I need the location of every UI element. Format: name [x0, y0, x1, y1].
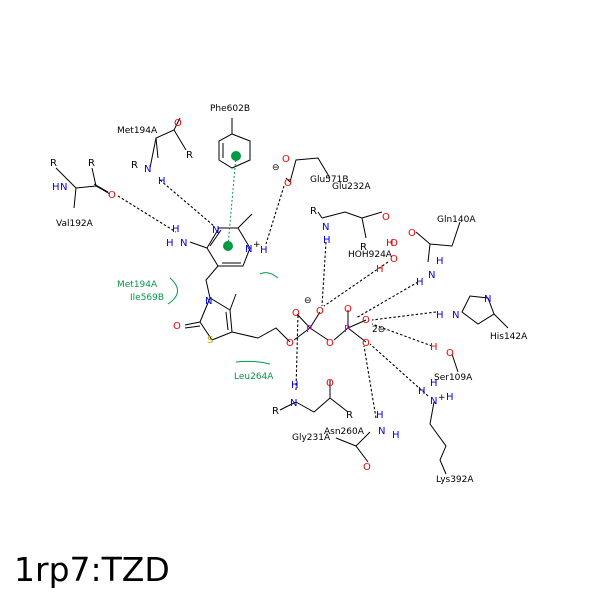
atom-r-met194a: R — [186, 150, 193, 161]
atom-o-thiazolone: O — [173, 321, 181, 332]
atom-o-pb-2: O — [362, 315, 370, 326]
atom-n-glu232a: N — [322, 222, 329, 233]
atom-o-glu571b-1: O — [284, 178, 292, 189]
charge-2minus-pb: 2⊖ — [372, 325, 385, 335]
atom-s-thiazole: S — [207, 335, 213, 346]
charge-minus-glu571b: ⊖ — [272, 163, 280, 173]
atom-h-lys392a-1: H — [430, 378, 438, 389]
atom-h-asn260a-1: H — [376, 410, 384, 421]
label-his142a: His142A — [490, 332, 528, 342]
atom-o-glu232a: O — [382, 212, 390, 223]
atom-h-gln140a-1: H — [416, 277, 424, 288]
atom-n-lys392a: N — [430, 396, 437, 407]
atom-o-pb-1: O — [344, 304, 352, 315]
residue-atoms: O R N H R R N H R O O O ⊖ R N H O R H O … — [50, 118, 491, 473]
atom-r-glu232a: R — [310, 206, 317, 217]
label-met194a: Met194A — [117, 126, 158, 136]
label-glu232a: Glu232A — [332, 182, 371, 192]
atom-o-pb-3: O — [362, 338, 370, 349]
label-asn260a: Asn260A — [324, 427, 365, 437]
label-met194a-contact: Met194A — [117, 280, 158, 290]
atom-o-gln140a: O — [408, 228, 416, 239]
ligand-atoms: N N + H N H H N S O O P O P O O ⊖ O O O … — [166, 224, 385, 349]
atom-o-asn260a: O — [363, 462, 371, 473]
pi-centroid-pyrimidine — [223, 241, 233, 251]
atom-h-gln140a-2: H — [436, 256, 444, 267]
page-title: 1rp7:TZD — [14, 550, 170, 589]
atom-h-his142a: H — [436, 310, 444, 321]
atom-n-gly231a: N — [290, 398, 297, 409]
atom-h-lys392a-2: H — [418, 386, 426, 397]
label-hoh924a: HOH924A — [348, 250, 393, 260]
atom-n-ring-top: N — [212, 225, 219, 236]
atom-n-val192a: N — [60, 182, 67, 193]
hydrogen-bonds — [117, 179, 437, 419]
atom-o-ester: O — [286, 338, 294, 349]
label-gly231a: Gly231A — [292, 433, 331, 443]
label-val192a: Val192A — [56, 219, 94, 229]
atom-h-hoh-1: H — [386, 238, 394, 249]
atom-h-glu232a: H — [323, 235, 331, 246]
atom-o-pa-2: O — [316, 306, 324, 317]
atom-h-asn260a-2: H — [392, 430, 400, 441]
atom-h-amino-2: H — [166, 238, 174, 249]
atom-h-met194a: H — [158, 176, 166, 187]
atom-h-amino-1: H — [172, 224, 180, 235]
label-phe602b: Phe602B — [210, 104, 250, 114]
label-ser109a: Ser109A — [434, 373, 473, 383]
label-leu264a-contact: Leu264A — [234, 372, 274, 382]
atom-n-his142a-1: N — [452, 310, 459, 321]
atom-n-amino: N — [180, 238, 187, 249]
label-gln140a: Gln140A — [437, 215, 476, 225]
charge-minus-pa: ⊖ — [304, 296, 312, 306]
atom-r-glu232a-2: R — [360, 242, 367, 253]
atom-h-lys392a-3: H — [446, 392, 454, 403]
atom-o-val192a: O — [108, 190, 116, 201]
atom-o-gly231a: O — [326, 378, 334, 389]
atom-h-hoh-2: H — [376, 264, 384, 275]
label-glu571b: Glu571B — [310, 175, 349, 185]
label-ile569b-contact: Ile569B — [130, 293, 164, 303]
atom-r-val192a-2: R — [88, 158, 95, 169]
atom-n-thiazole: N — [205, 296, 212, 307]
atom-n-met194a: N — [144, 164, 151, 175]
atom-h-ser109a: H — [430, 342, 438, 353]
atom-r-gly231a-2: R — [346, 410, 353, 421]
atom-h-ring: H — [260, 245, 268, 256]
residue-labels: Phe602B Met194A Val192A Glu571B Glu232A … — [56, 104, 528, 485]
atom-o-bridge: O — [326, 338, 334, 349]
pi-centroid-phe — [231, 151, 241, 161]
atom-h-val192a: H — [52, 182, 60, 193]
atom-r-val192a-1: R — [50, 158, 57, 169]
atom-o-glu571b-2: O — [282, 154, 290, 165]
residue-bonds — [55, 117, 509, 475]
atom-r-met194a-2: R — [131, 160, 138, 171]
atom-o-met194a: O — [174, 118, 182, 129]
label-lys392a: Lys392A — [436, 475, 474, 485]
atom-p-alpha: P — [306, 324, 312, 335]
atom-n-gln140a: N — [428, 270, 435, 281]
atom-p-beta: P — [344, 324, 350, 335]
atom-o-pa-1: O — [292, 308, 300, 319]
atom-o-hoh: O — [390, 254, 398, 265]
atom-r-gly231a-1: R — [272, 406, 279, 417]
atom-n-asn260a: N — [378, 426, 385, 437]
charge-plus-lys392a: + — [438, 393, 446, 403]
atom-n-his142a-2: N — [484, 294, 491, 305]
atom-n-plus-ring: N — [245, 244, 252, 255]
atom-o-ser109a: O — [446, 348, 454, 359]
ligand-bonds — [184, 213, 367, 343]
atom-o-hoh-top: O — [390, 238, 398, 249]
charge-plus: + — [253, 240, 261, 250]
hydrophobic-contacts — [167, 151, 279, 365]
atom-h-gly231a: H — [291, 380, 299, 391]
